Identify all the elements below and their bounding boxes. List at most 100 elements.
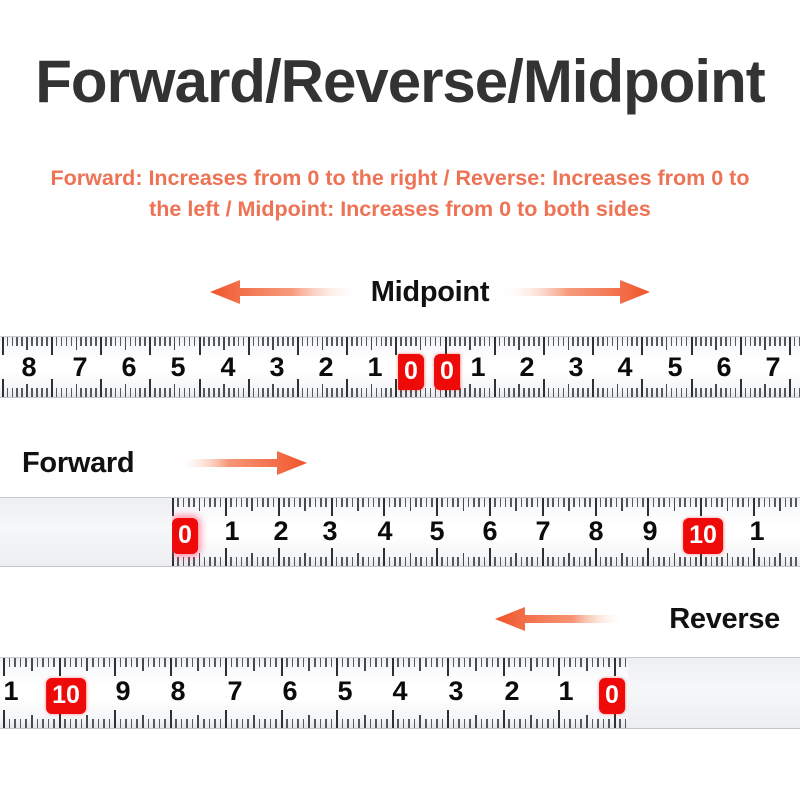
ruler-tick (694, 557, 697, 566)
ruler-tick (149, 337, 152, 355)
ruler-tick (64, 719, 66, 728)
ruler-tick (372, 498, 375, 507)
ruler-number: 5 (667, 352, 683, 382)
ruler-tick (380, 658, 383, 667)
ruler-tick (788, 337, 791, 355)
ruler-tick (372, 557, 375, 566)
ruler-tick (375, 388, 378, 397)
ruler-tick (747, 557, 750, 566)
ruler-tick (86, 715, 89, 728)
ruler-tick (351, 337, 353, 346)
ruler-tick (587, 337, 589, 346)
ruler-tick (218, 337, 220, 346)
ruler-tick (533, 337, 535, 346)
ruler-tick (304, 553, 306, 566)
ruler-tick (483, 337, 486, 346)
ruler-tick (769, 388, 771, 397)
ruler-tick (209, 557, 211, 566)
ruler-tick (446, 498, 449, 507)
ruler-tick (291, 388, 294, 397)
ruler-tick (430, 719, 433, 728)
ruler-tick (747, 498, 750, 507)
ruler-tick (592, 337, 595, 355)
ruler-tick (584, 498, 586, 507)
ruler-tick (504, 557, 507, 566)
ruler-tick (611, 388, 614, 397)
ruler-tick (258, 658, 261, 667)
ruler-tick (647, 548, 650, 566)
ruler-tick (616, 337, 619, 350)
ruler-tick (326, 337, 328, 346)
ruler-tick (768, 498, 771, 507)
forward-annotation: Forward (22, 441, 307, 485)
ruler-tick (346, 498, 349, 507)
ruler-tick (397, 719, 399, 728)
ruler-tick (663, 557, 665, 566)
ruler-tick (563, 719, 566, 728)
ruler-number: 2 (519, 352, 535, 382)
ruler-tick (314, 557, 317, 566)
ruler-tick (419, 384, 422, 397)
ruler-tick (169, 658, 172, 676)
ruler-tick (601, 388, 604, 397)
ruler-tick (591, 658, 594, 667)
ruler-tick (631, 557, 634, 566)
ruler-tick (177, 557, 180, 566)
ruler-tick (742, 557, 745, 566)
ruler-tick (646, 388, 648, 397)
ruler-tick (631, 498, 634, 507)
ruler-tick (124, 384, 127, 397)
ruler-tick (439, 388, 442, 397)
ruler-tick (409, 553, 412, 566)
ruler-tick (753, 548, 755, 566)
ruler-tick (247, 337, 250, 355)
ruler-tick (784, 498, 787, 507)
ruler-tick (430, 557, 433, 566)
ruler-tick (183, 337, 186, 346)
ruler-tick (542, 379, 545, 397)
ruler-tick (737, 498, 739, 507)
ruler-tick (395, 337, 398, 355)
ruler-tick (413, 658, 416, 667)
ruler-tick (378, 557, 380, 566)
ruler-tick (597, 388, 599, 397)
ruler-tick (293, 557, 296, 566)
ruler-tick (3, 710, 6, 728)
ruler-tick (97, 658, 100, 667)
ruler-tick (75, 337, 78, 350)
ruler-tick (241, 719, 244, 728)
ruler-tick (414, 337, 417, 346)
ruler-tick (247, 658, 249, 667)
ruler-tick (695, 337, 697, 346)
ruler-tick (434, 388, 437, 397)
ruler-tick (474, 388, 476, 397)
ruler-tick (558, 658, 561, 676)
ruler-tick (473, 557, 475, 566)
ruler-tick (580, 658, 582, 667)
ruler-tick (291, 719, 294, 728)
ruler-number: 3 (448, 676, 464, 706)
ruler-tick (214, 557, 217, 566)
ruler-tick (533, 388, 535, 397)
ruler-tick (352, 719, 355, 728)
ruler-tick (759, 388, 761, 397)
ruler-number: 3 (322, 516, 338, 546)
ruler-tick (700, 388, 702, 397)
ruler-tick (193, 498, 195, 507)
ruler-tick (193, 337, 196, 346)
ruler-tick (504, 498, 507, 507)
ruler-tick (651, 388, 653, 397)
ruler-tick (230, 557, 232, 566)
ruler-tick (753, 498, 755, 516)
ruler-tick (758, 557, 760, 566)
ruler-tick (370, 337, 373, 350)
ruler-tick (369, 719, 372, 728)
ruler-tick (19, 719, 22, 728)
ruler-tick (346, 379, 349, 397)
ruler-tick (388, 498, 391, 507)
ruler-tick (679, 557, 681, 566)
ruler-tick (449, 337, 451, 346)
